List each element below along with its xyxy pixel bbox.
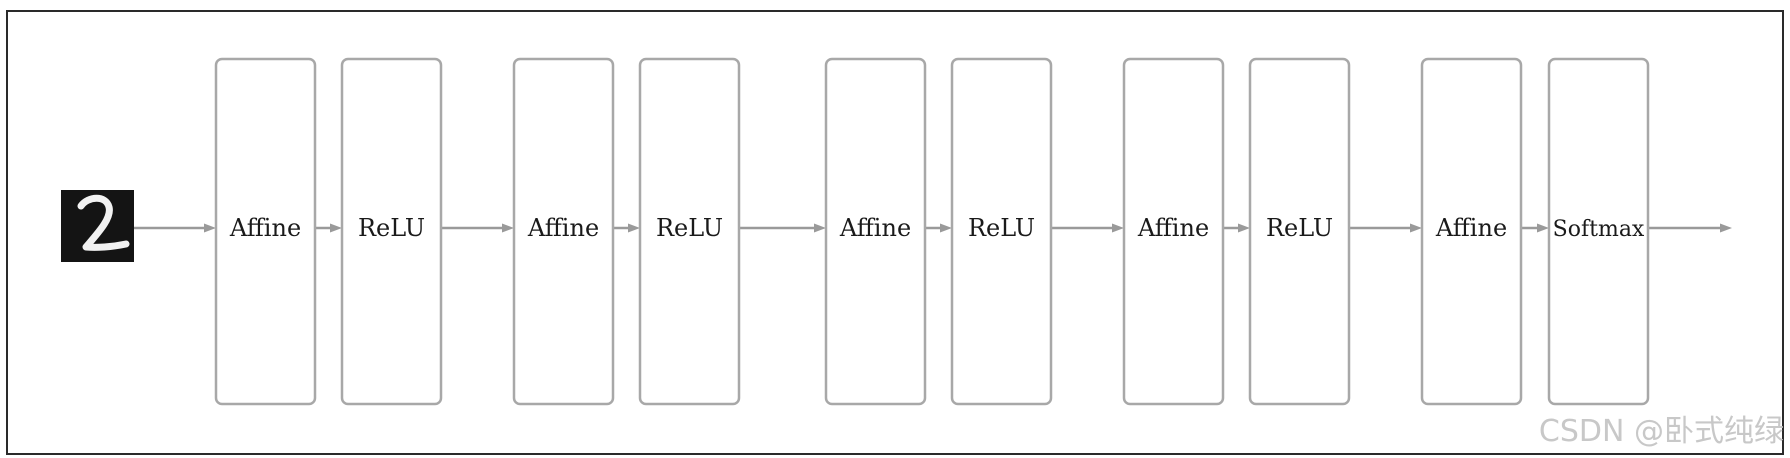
layer-label: Affine xyxy=(1137,214,1209,242)
layer-3-affine: Affine xyxy=(512,57,615,406)
layer-label: ReLU xyxy=(1266,214,1333,242)
layer-9-to-layer-10-arrowhead-icon xyxy=(1537,223,1549,233)
layer-label: ReLU xyxy=(656,214,723,242)
layer-box xyxy=(824,57,927,406)
layer-6-to-layer-7-arrowhead-icon xyxy=(1112,223,1124,233)
input-image xyxy=(61,190,134,262)
layer-box xyxy=(512,57,615,406)
layer-label: Affine xyxy=(229,214,301,242)
connection-lines xyxy=(134,223,1732,233)
layer-label: Affine xyxy=(839,214,911,242)
layer-box xyxy=(1547,57,1650,406)
input-to-layer-1-arrowhead-icon xyxy=(204,223,216,233)
layer-box xyxy=(1122,57,1225,406)
layer-5-to-layer-6-arrowhead-icon xyxy=(940,223,952,233)
layer-9-affine: Affine xyxy=(1420,57,1523,406)
layer-label: ReLU xyxy=(358,214,425,242)
layer-4-to-layer-5-arrowhead-icon xyxy=(814,223,826,233)
layer-6-relu: ReLU xyxy=(950,57,1053,406)
layer-3-to-layer-4-arrowhead-icon xyxy=(628,223,640,233)
layer-label: Affine xyxy=(1435,214,1507,242)
layer-5-affine: Affine xyxy=(824,57,927,406)
layer-2-to-layer-3-arrowhead-icon xyxy=(502,223,514,233)
layer-10-softmax: Softmax xyxy=(1547,57,1650,406)
layer-7-affine: Affine xyxy=(1122,57,1225,406)
layer-box xyxy=(214,57,317,406)
layer-1-affine: Affine xyxy=(214,57,317,406)
layer-1-to-layer-2-arrowhead-icon xyxy=(330,223,342,233)
output-arrowhead-icon xyxy=(1720,223,1732,233)
diagram-frame xyxy=(6,10,1784,455)
handwritten-digit-2-icon xyxy=(77,194,130,251)
layer-box xyxy=(1248,57,1351,406)
layer-box xyxy=(340,57,443,406)
layer-4-relu: ReLU xyxy=(638,57,741,406)
layer-8-relu: ReLU xyxy=(1248,57,1351,406)
layer-box xyxy=(950,57,1053,406)
layer-label: Softmax xyxy=(1553,217,1645,242)
layer-label: Affine xyxy=(527,214,599,242)
layer-label: ReLU xyxy=(968,214,1035,242)
layer-7-to-layer-8-arrowhead-icon xyxy=(1238,223,1250,233)
layer-2-relu: ReLU xyxy=(340,57,443,406)
layer-boxes: Affine ReLU Affine ReLU Affine ReLU Affine ReLU… xyxy=(214,57,1650,406)
layer-8-to-layer-9-arrowhead-icon xyxy=(1410,223,1422,233)
layer-box xyxy=(638,57,741,406)
layer-box xyxy=(1420,57,1523,406)
